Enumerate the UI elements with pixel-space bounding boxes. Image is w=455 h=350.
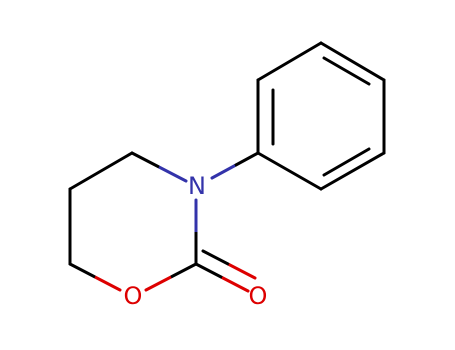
bond-ch2-nitrogen (130, 151, 188, 183)
nitrogen-atom-label: N (188, 172, 206, 200)
bond-ch2-ch2-a (68, 151, 134, 191)
phenyl-bond-5 (256, 151, 323, 191)
ring-oxygen-atom-label: O (124, 282, 143, 310)
carbonyl-double-bond-1 (194, 262, 250, 293)
phenyl-bond-4 (319, 151, 386, 191)
carbonyl-double-bond-2 (201, 249, 257, 280)
bond-phenyl-nitrogen (210, 151, 260, 180)
phenyl-double-bond-inner-2 (322, 147, 371, 177)
phenyl-ring (256, 41, 386, 191)
carbonyl-oxygen-atom-label: O (249, 282, 268, 310)
phenyl-bond-2 (319, 41, 386, 82)
oxazinanone-ring (68, 151, 260, 293)
bond-ch2-ring-oxygen (68, 262, 122, 292)
bond-carbonyl-ring-oxygen (144, 262, 198, 292)
phenyl-bond-1 (256, 41, 323, 82)
phenyl-double-bond-inner-1 (322, 56, 371, 86)
